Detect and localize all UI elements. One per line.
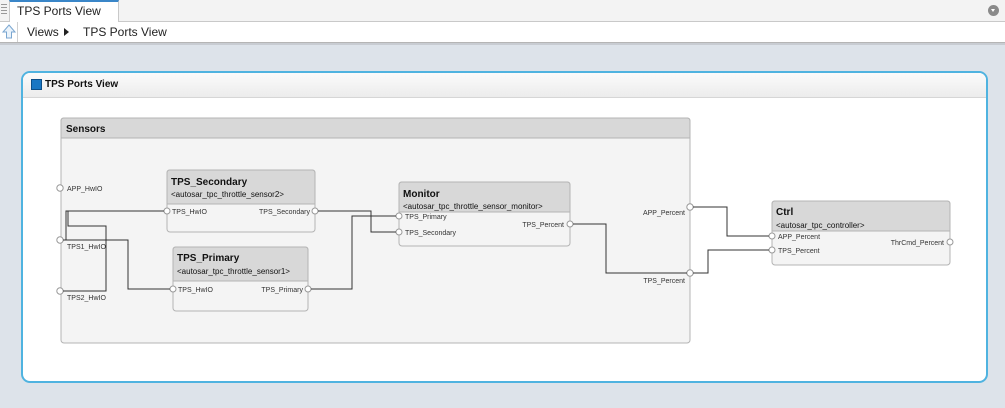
port-label: TPS1_HwIO: [67, 244, 106, 251]
connector-app-out-to-ctrl[interactable]: [693, 206, 769, 237]
breadcrumb-separator-icon: [64, 28, 69, 36]
view-header: TPS Ports View: [23, 73, 986, 98]
view-icon: [31, 79, 42, 90]
tab-menu-chevron-down-icon[interactable]: [988, 5, 999, 16]
tab-grip-icon[interactable]: [1, 4, 7, 16]
component-monitor[interactable]: Monitor <autosar_tpc_throttle_sensor_mon…: [395, 181, 574, 247]
component-tps-primary[interactable]: TPS_Primary <autosar_tpc_throttle_sensor…: [169, 246, 312, 312]
navigate-up-button[interactable]: [0, 22, 18, 42]
component-name: TPS_Primary: [177, 253, 240, 264]
tab-bar: TPS Ports View: [0, 0, 1005, 22]
port-label: ThrCmd_Percent: [891, 240, 944, 247]
component-name: Monitor: [403, 189, 440, 200]
breadcrumb-current: TPS Ports View: [83, 25, 167, 39]
toolbar-divider: [0, 43, 1005, 45]
tab-tps-ports-view[interactable]: TPS Ports View: [9, 0, 119, 22]
breadcrumb-views[interactable]: Views: [27, 25, 59, 39]
port-label: APP_Percent: [643, 210, 685, 217]
view-title: TPS Ports View: [45, 79, 119, 90]
component-type: <autosar_tpc_throttle_sensor1>: [177, 267, 290, 276]
connector-tps2-to-secondary[interactable]: [63, 211, 107, 292]
component-ctrl[interactable]: Ctrl <autosar_tpc_controller> APP_Percen…: [768, 200, 954, 266]
component-name: TPS_Secondary: [171, 177, 248, 188]
port-app-hwio[interactable]: APP_HwIO: [56, 184, 103, 193]
component-tps-secondary[interactable]: TPS_Secondary <autosar_tpc_throttle_sens…: [163, 169, 319, 233]
port-label: APP_HwIO: [67, 186, 103, 193]
port-label: APP_Percent: [778, 234, 820, 241]
component-type: <autosar_tpc_throttle_sensor2>: [171, 190, 284, 199]
port-label: TPS_Percent: [522, 222, 564, 229]
component-type: <autosar_tpc_throttle_sensor_monitor>: [403, 202, 543, 211]
connector-tps-out-to-ctrl[interactable]: [693, 249, 769, 274]
component-name: Ctrl: [776, 207, 793, 218]
connector-monitor-to-tps-out[interactable]: [573, 223, 687, 274]
connector-tps1-to-primary[interactable]: [63, 239, 170, 290]
port-label: TPS_Primary: [261, 287, 303, 294]
port-label: TPS_HwIO: [172, 209, 208, 216]
port-label: TPS_Percent: [778, 248, 820, 255]
up-arrow-icon: [1, 24, 17, 39]
component-type: <autosar_tpc_controller>: [776, 221, 865, 230]
port-label: TPS_Secondary: [259, 209, 310, 216]
port-label: TPS2_HwIO: [67, 295, 106, 302]
port-label: TPS_Primary: [405, 214, 447, 221]
tab-label: TPS Ports View: [17, 4, 101, 18]
port-label: TPS_Percent: [643, 278, 685, 285]
sensors-composition[interactable]: Sensors: [60, 117, 691, 344]
port-label: TPS_Secondary: [405, 230, 456, 237]
connector-secondary-to-monitor[interactable]: [318, 210, 396, 233]
connector-primary-to-monitor[interactable]: [311, 215, 396, 290]
breadcrumb: Views TPS Ports View: [0, 22, 1005, 43]
composition-title: Sensors: [66, 124, 106, 135]
port-label: TPS_HwIO: [178, 287, 214, 294]
